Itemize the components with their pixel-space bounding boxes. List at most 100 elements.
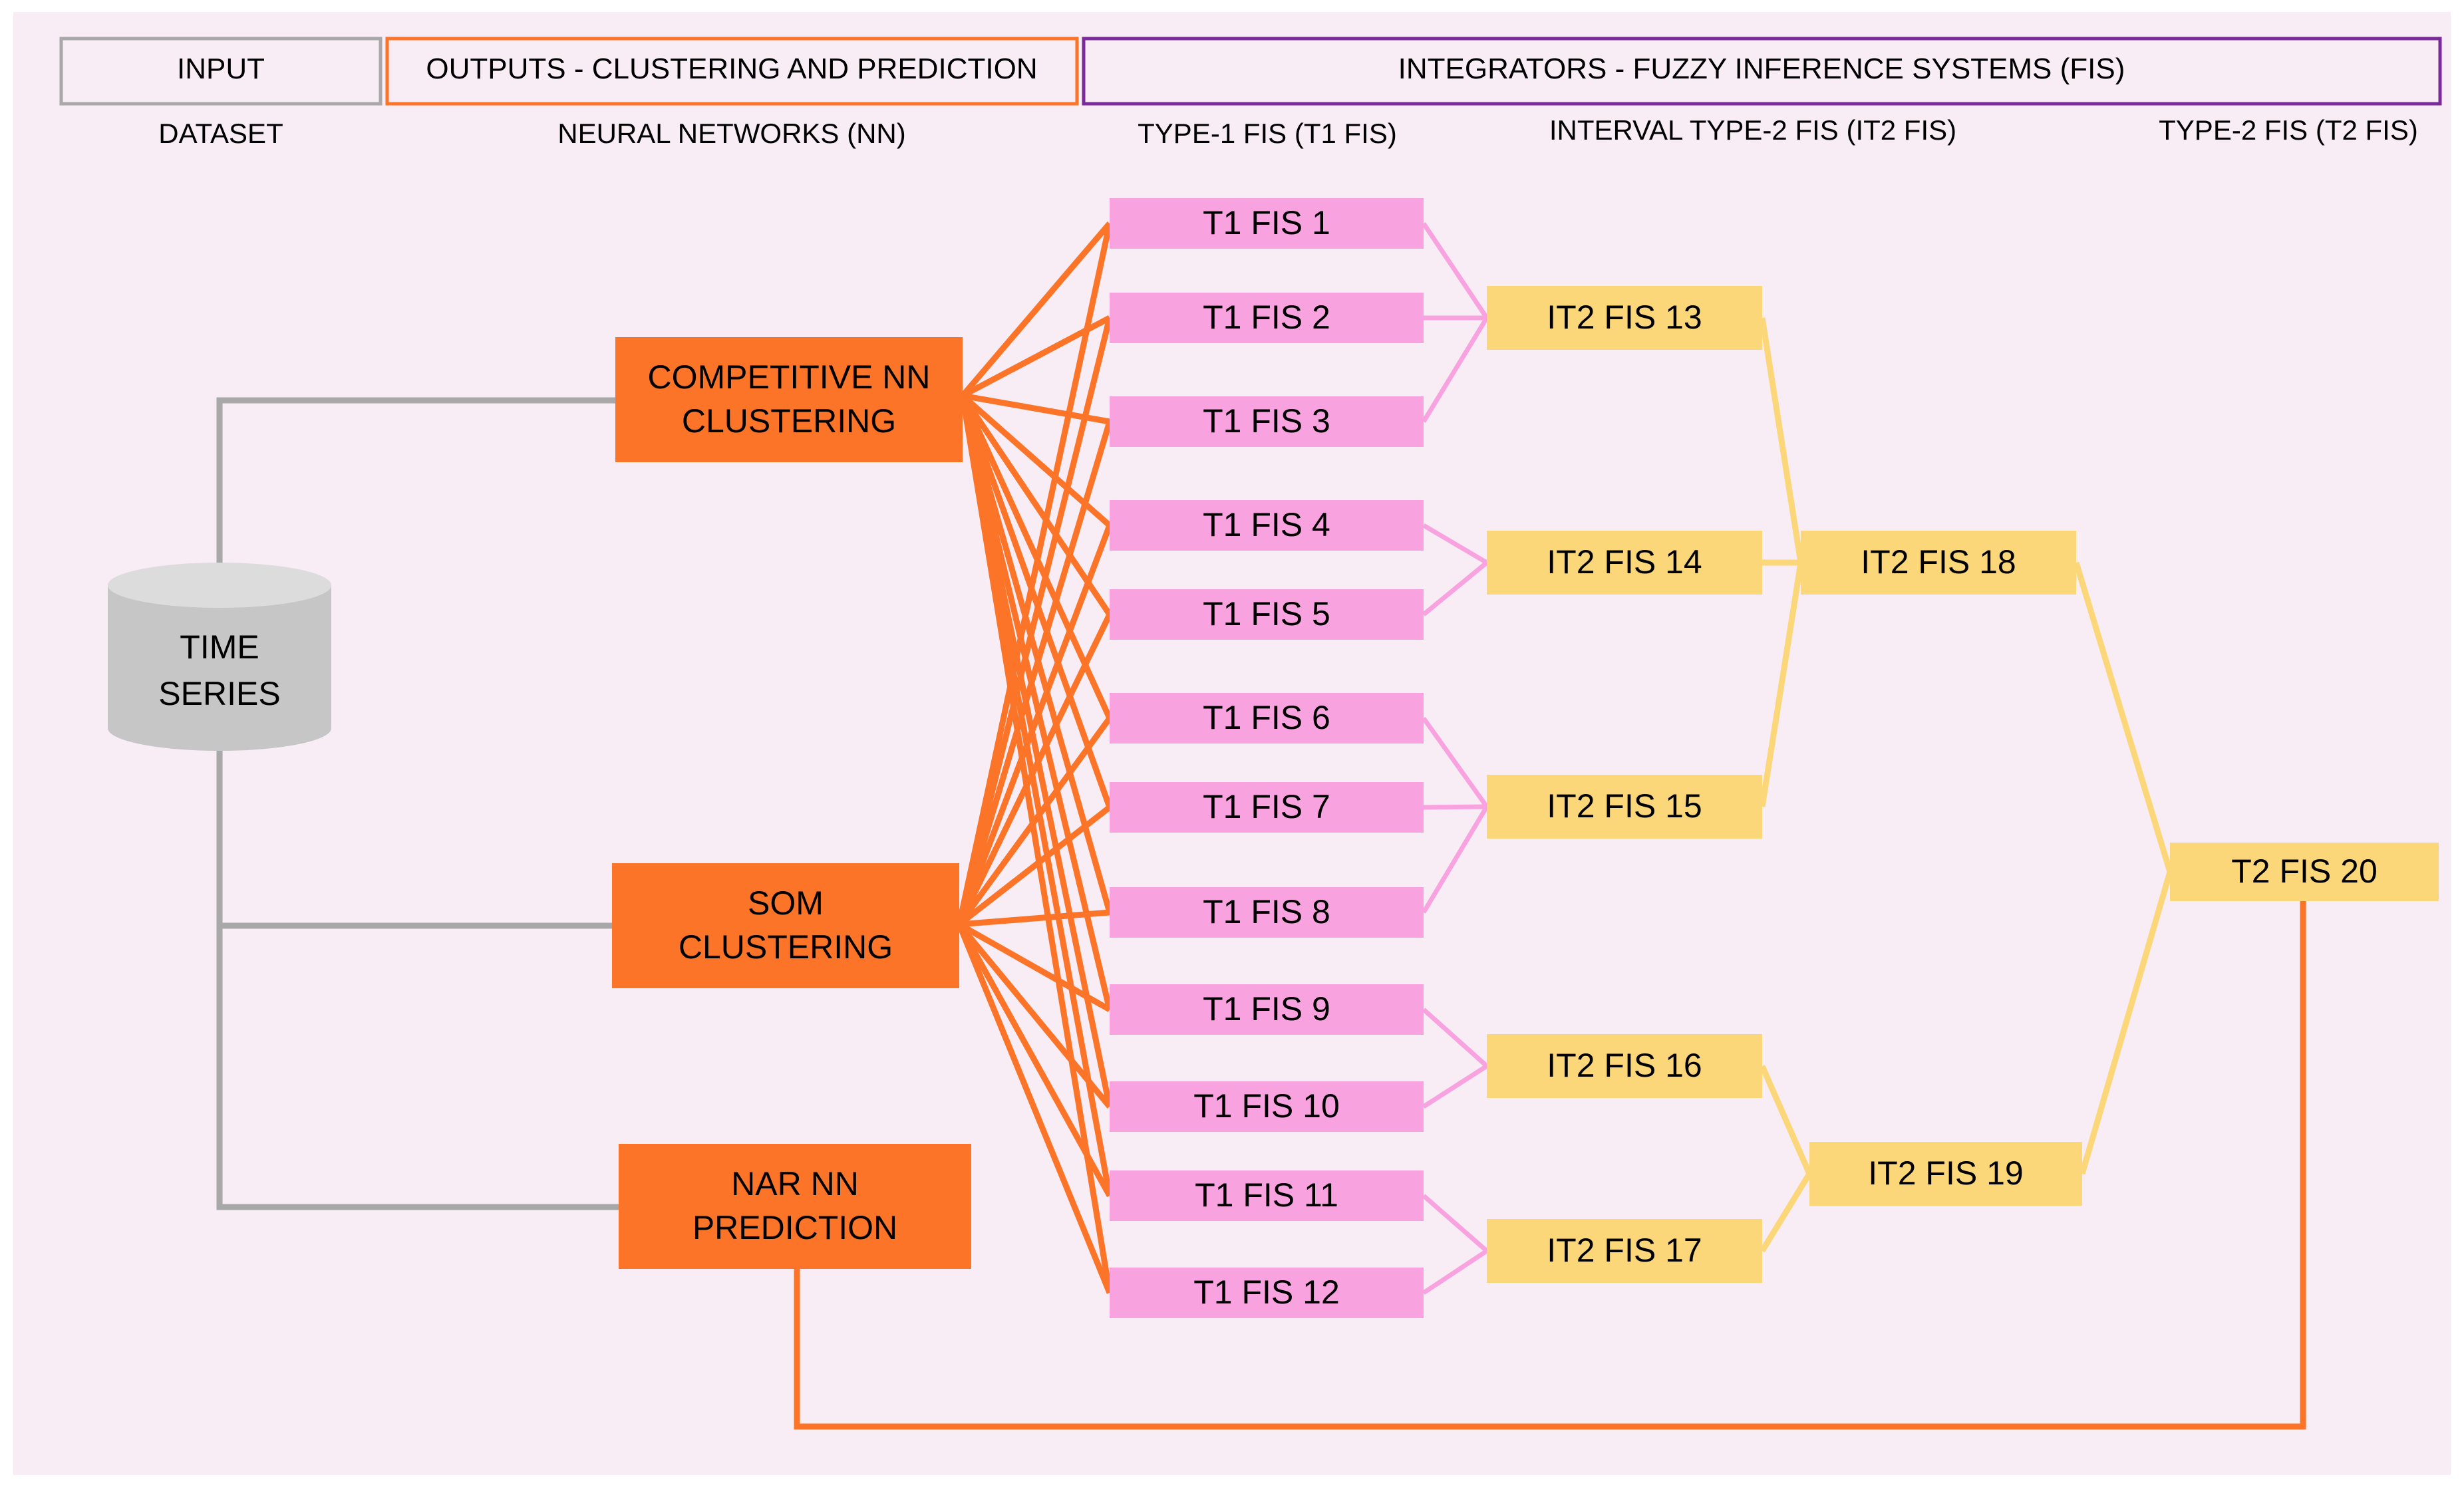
connector-competitive-to-t1-9 — [959, 394, 1113, 1011]
subheader-nn: NEURAL NETWORKS (NN) — [557, 118, 905, 149]
header-outputs-box — [385, 37, 1079, 106]
t1-to-it2-connectors — [1421, 222, 1489, 1295]
connector-t1-9-to-it2-16 — [1422, 1008, 1489, 1068]
connector-competitive-to-t1-5 — [960, 394, 1112, 616]
nn-competitive-line1: COMPETITIVE NN — [647, 358, 930, 396]
t1-fis-box — [1110, 589, 1424, 640]
t1-fis-label: T1 FIS 9 — [1203, 990, 1330, 1027]
t2-fis-box — [2170, 843, 2439, 901]
it2-fis-second-column: IT2 FIS 18 IT2 FIS 19 — [1801, 531, 2082, 1206]
connector-t1-1-to-it2-13 — [1422, 222, 1489, 319]
nn-competitive-node: COMPETITIVE NN CLUSTERING — [615, 337, 963, 462]
nn-nar-line2: PREDICTION — [693, 1209, 897, 1246]
connector-som-to-t1-1 — [956, 223, 1113, 925]
t2-fis-label: T2 FIS 20 — [2231, 853, 2378, 890]
t1-fis-label: T1 FIS 8 — [1203, 893, 1330, 930]
t1-fis-box — [1110, 984, 1424, 1035]
nn-nar-node: NAR NN PREDICTION — [619, 1144, 971, 1269]
header-input-label: INPUT — [177, 53, 265, 85]
nn-to-t1-connectors — [956, 221, 1113, 1294]
connector-it2-19-to-t2-20 — [2079, 871, 2173, 1175]
connector-som-to-t1-7 — [957, 805, 1112, 927]
t1-fis-label: T1 FIS 1 — [1203, 204, 1330, 241]
t1-fis-node-12: T1 FIS 12 — [1110, 1268, 1424, 1318]
t1-fis-node-1: T1 FIS 1 — [1110, 198, 1424, 249]
it2-fis-node-18: IT2 FIS 18 — [1801, 531, 2076, 595]
connector-it2-16-to-it2-19 — [1759, 1065, 1813, 1175]
t1-fis-node-5: T1 FIS 5 — [1110, 589, 1424, 640]
connector-t1-4-to-it2-14 — [1422, 523, 1488, 565]
connector-som-to-t1-8 — [959, 909, 1110, 928]
t1-fis-box — [1110, 396, 1424, 447]
connector-som-to-t1-12 — [956, 923, 1113, 1294]
connector-t1-12-to-it2-17 — [1422, 1249, 1488, 1295]
it2-fis-box — [1487, 1219, 1762, 1283]
connector-nar-to-t2 — [794, 901, 2306, 1430]
t1-fis-node-8: T1 FIS 8 — [1110, 887, 1424, 938]
it2-fis-box — [1801, 531, 2076, 595]
connector-t1-5-to-it2-14 — [1422, 561, 1489, 616]
it2-fis-box — [1487, 286, 1762, 350]
t1-fis-node-7: T1 FIS 7 — [1110, 782, 1424, 833]
it2-fis-label: IT2 FIS 17 — [1547, 1232, 1702, 1269]
cylinder-body — [108, 585, 331, 751]
connector-som-to-t1-5 — [956, 613, 1113, 926]
t1-fis-node-3: T1 FIS 3 — [1110, 396, 1424, 447]
connector-som-to-t1-4 — [956, 524, 1113, 926]
header-integrators-label: INTEGRATORS - FUZZY INFERENCE SYSTEMS (F… — [1398, 53, 2125, 85]
connector-dataset-competitive — [216, 397, 615, 565]
t1-fis-box — [1110, 198, 1424, 249]
t1-fis-box — [1110, 293, 1424, 343]
it2-fis-box — [1809, 1142, 2082, 1206]
nn-som-box — [612, 863, 959, 988]
connector-t1-8-to-it2-15 — [1421, 805, 1489, 914]
t1-fis-box — [1110, 1081, 1424, 1132]
it2-fis-node-15: IT2 FIS 15 — [1487, 775, 1762, 839]
t1-fis-label: T1 FIS 2 — [1203, 299, 1330, 336]
nn-som-line1: SOM — [748, 884, 824, 922]
header-outputs: OUTPUTS - CLUSTERING AND PREDICTION — [385, 37, 1079, 106]
connector-t1-10-to-it2-16 — [1422, 1064, 1488, 1109]
t1-fis-box — [1110, 782, 1424, 833]
t1-fis-label: T1 FIS 11 — [1195, 1176, 1338, 1214]
it2-fis-node-17: IT2 FIS 17 — [1487, 1219, 1762, 1283]
t1-fis-label: T1 FIS 7 — [1203, 788, 1330, 825]
t1-fis-node-11: T1 FIS 11 — [1110, 1170, 1424, 1221]
subheader-dataset: DATASET — [158, 118, 283, 149]
connector-it2-17-to-it2-19 — [1760, 1172, 1812, 1253]
nn-som-line2: CLUSTERING — [679, 928, 893, 966]
dataset-connectors — [216, 397, 619, 1210]
it2-fis-node-14: IT2 FIS 14 — [1487, 531, 1762, 595]
t1-fis-column: T1 FIS 1T1 FIS 2T1 FIS 3T1 FIS 4T1 FIS 5… — [1110, 198, 1424, 1318]
t1-fis-label: T1 FIS 3 — [1203, 402, 1330, 440]
it2-fis-label: IT2 FIS 18 — [1861, 543, 2016, 581]
nn-competitive-line2: CLUSTERING — [682, 402, 896, 440]
dataset-label-line1: TIME — [180, 628, 259, 666]
subheader-t1: TYPE-1 FIS (T1 FIS) — [1138, 118, 1397, 149]
header-integrators: INTEGRATORS - FUZZY INFERENCE SYSTEMS (F… — [1082, 37, 2442, 106]
it2-fis-node-13: IT2 FIS 13 — [1487, 286, 1762, 350]
connector-competitive-to-t1-7 — [959, 394, 1113, 809]
cylinder-top — [108, 563, 331, 608]
t2-fis-node: T2 FIS 20 — [2170, 843, 2439, 901]
subheader-it2: INTERVAL TYPE-2 FIS (IT2 FIS) — [1549, 114, 1956, 146]
it2-fis-label: IT2 FIS 15 — [1547, 787, 1702, 825]
it2-fis-box — [1487, 531, 1762, 595]
t1-fis-box — [1110, 1170, 1424, 1221]
t1-fis-box — [1110, 500, 1424, 551]
header-input-box — [59, 37, 383, 106]
t1-fis-label: T1 FIS 12 — [1193, 1274, 1340, 1311]
header-input: INPUT — [59, 37, 383, 106]
it2-fis-node-19: IT2 FIS 19 — [1809, 1142, 2082, 1206]
nn-nar-line1: NAR NN — [731, 1165, 859, 1202]
it2-fis-box — [1487, 775, 1762, 839]
it2-fis-label: IT2 FIS 19 — [1868, 1154, 2023, 1192]
it2-fis-node-16: IT2 FIS 16 — [1487, 1034, 1762, 1098]
nn-som-node: SOM CLUSTERING — [612, 863, 959, 988]
dataset-cylinder: TIME SERIES — [108, 563, 331, 751]
t1-fis-box — [1110, 887, 1424, 938]
t1-fis-node-6: T1 FIS 6 — [1110, 693, 1424, 744]
t1-fis-box — [1110, 693, 1424, 744]
